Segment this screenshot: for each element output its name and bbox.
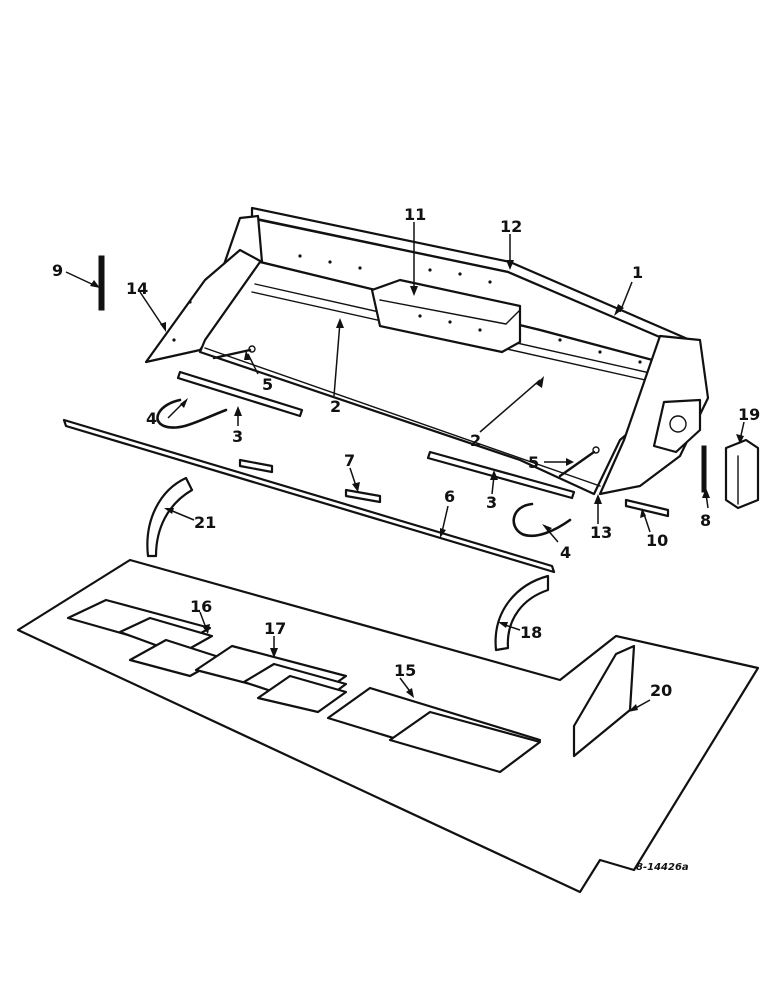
- callout-7: 7: [344, 451, 355, 470]
- callout-2b: 2: [470, 431, 481, 450]
- callout-9: 9: [52, 261, 63, 280]
- part-10-link: [624, 498, 670, 518]
- callout-12: 12: [500, 217, 522, 236]
- part-5-rod-right: [558, 446, 600, 478]
- part-3-strip-left: [176, 370, 304, 418]
- callout-6: 6: [444, 487, 455, 506]
- part-7-bracket-b: [344, 488, 382, 504]
- callout-20: 20: [650, 681, 672, 700]
- part-7-bracket-a: [238, 458, 274, 474]
- leader-lines: [65, 222, 745, 712]
- callout-17: 17: [264, 619, 286, 638]
- part-21-shield: [146, 476, 194, 558]
- callout-1: 1: [632, 263, 643, 282]
- callout-18: 18: [520, 623, 542, 642]
- callout-8: 8: [700, 511, 711, 530]
- callout-5a: 5: [262, 375, 273, 394]
- callout-21: 21: [194, 513, 216, 532]
- callout-3a: 3: [232, 427, 243, 446]
- part-19-box: [724, 438, 760, 510]
- callout-10: 10: [646, 531, 668, 550]
- part-4-hook-left: [156, 398, 228, 429]
- part-3-strip-right: [426, 450, 576, 500]
- callout-5b: 5: [528, 453, 539, 472]
- part-9-strap: [98, 255, 105, 311]
- callout-19: 19: [738, 405, 760, 424]
- callout-4b: 4: [560, 543, 571, 562]
- callout-3b: 3: [486, 493, 497, 512]
- part-6-bar: [62, 418, 556, 574]
- part-18-shield: [494, 574, 550, 652]
- callout-16: 16: [190, 597, 212, 616]
- part-8-bolt: [701, 445, 707, 493]
- callout-14: 14: [126, 279, 148, 298]
- callout-11: 11: [404, 205, 426, 224]
- callout-15: 15: [394, 661, 416, 680]
- part-4-hook-right: [512, 502, 572, 538]
- part-20-bracket: [572, 644, 636, 758]
- callout-13: 13: [590, 523, 612, 542]
- part-5-rod-left: [212, 345, 256, 360]
- callout-4a: 4: [146, 409, 157, 428]
- drawing-code: 8-14426a: [636, 862, 689, 873]
- part-15-panels: [326, 686, 542, 774]
- callout-labels: 1 2 2 3 3 4 4 5 5 6 7 8 9 10 11 12 13 14…: [52, 205, 760, 873]
- part-17-panels: [194, 644, 348, 714]
- callout-2a: 2: [330, 397, 341, 416]
- header-frame: [144, 206, 710, 496]
